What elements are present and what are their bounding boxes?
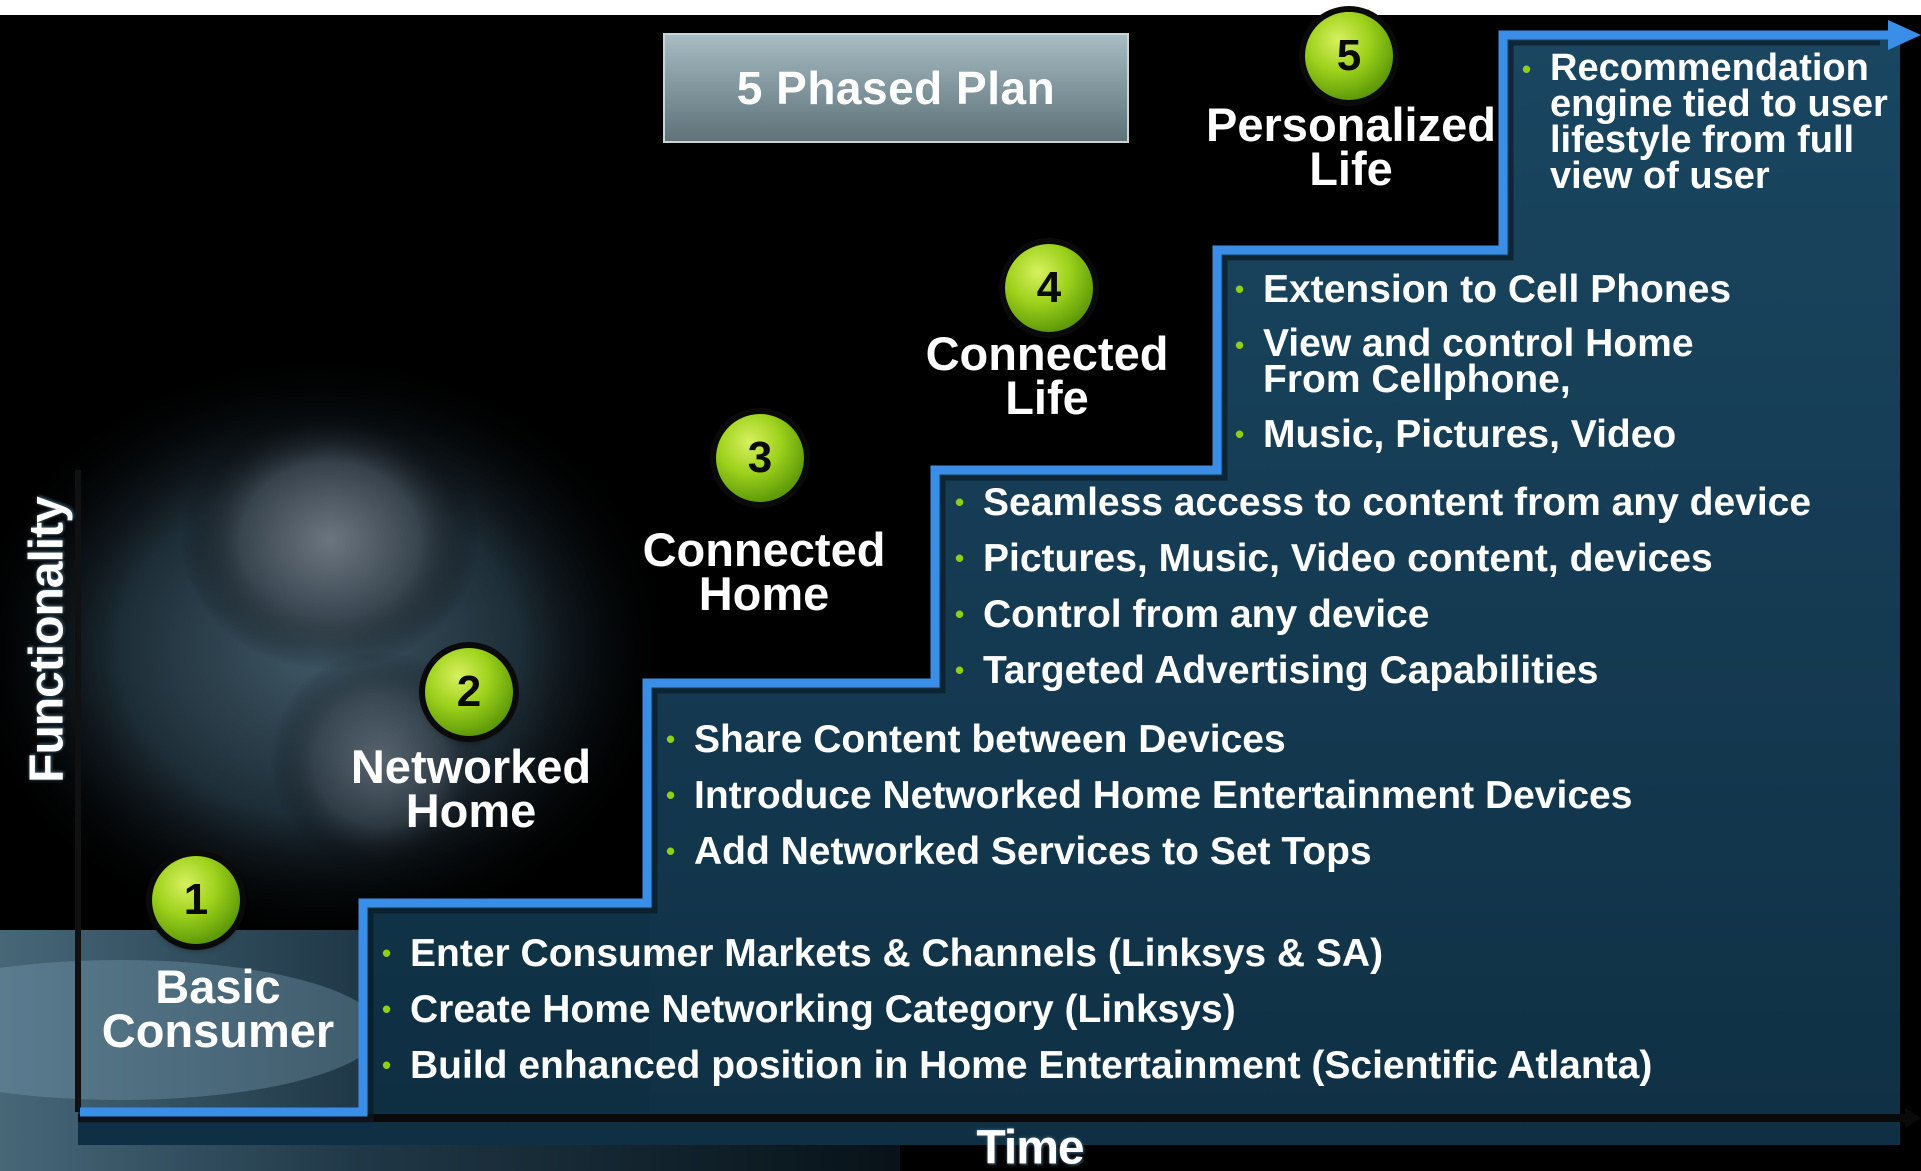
phase-1-bullet-3: •Build enhanced position in Home Enterta… [382,1044,1653,1087]
phase-4-badge: 4 [1005,244,1093,332]
phase-3-bullet-1: •Seamless access to content from any dev… [955,481,1812,524]
phase-1-bullet-2: •Create Home Networking Category (Linksy… [382,988,1236,1031]
phase-2-bullet-3: •Add Networked Services to Set Tops [666,830,1372,873]
phase-5-bullets: •Recommendation engine tied to user life… [1518,47,1888,197]
phase-1-bullet-1: •Enter Consumer Markets & Channels (Link… [382,932,1384,975]
phase-4-bullet-2: •View and control Home From Cellphone, [1235,322,1694,401]
phase-3-bullet-4: •Targeted Advertising Capabilities [955,649,1599,692]
phase-3-bullets: •Seamless access to content from any dev… [951,483,1811,690]
phase-1-badge: 1 [152,856,240,944]
phase-3-badge: 3 [716,414,804,502]
phase-1-bullets: •Enter Consumer Markets & Channels (Link… [378,934,1652,1085]
phase-2-bullet-1: •Share Content between Devices [666,718,1286,761]
plan-title: 5 Phased Plan [663,33,1129,143]
y-axis-label: Functionality [20,497,74,783]
x-axis-label: Time [976,1121,1084,1171]
phase-3-bullet-3: •Control from any device [955,593,1430,636]
phase-2-badge: 2 [425,648,513,736]
phase-2-bullet-2: •Introduce Networked Home Entertainment … [666,774,1633,817]
phase-4-bullet-3: •Music, Pictures, Video [1235,413,1677,456]
phase-5-bullet-1: •Recommendation engine tied to user life… [1522,47,1888,197]
phase-4-bullet-1: •Extension to Cell Phones [1235,268,1732,311]
phase-3-bullet-2: •Pictures, Music, Video content, devices [955,537,1713,580]
phase-4-bullets: •Extension to Cell Phones •View and cont… [1231,270,1731,454]
phase-2-bullets: •Share Content between Devices •Introduc… [662,720,1632,871]
phase-5-badge: 5 [1305,12,1393,100]
